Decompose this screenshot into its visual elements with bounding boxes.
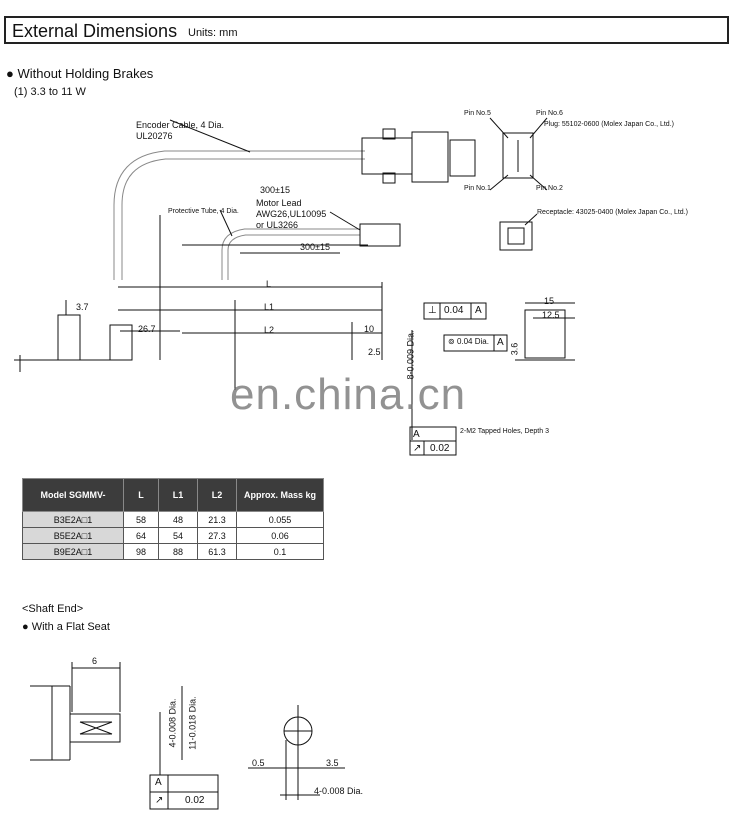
tapped-holes-label: 2-M2 Tapped Holes, Depth 3 [460,428,549,435]
plug-face [502,132,534,179]
flat-dim-0-5: 0.5 [252,758,265,768]
col-L2: L2 [197,478,237,512]
pin1-label: Pin No.1 [464,185,491,192]
cell-L1: 88 [158,543,198,560]
cell-L1: 48 [158,511,198,528]
motor-lead-awg: AWG26,UL10095 [256,209,327,219]
concentricity-text: 0.04 Dia. [456,337,489,346]
flat-dia-4: 4-0.008 Dia. [314,786,364,796]
pin2-label: Pin No.2 [536,185,563,192]
plug-label: Plug: 55102-0600 (Molex Japan Co., Ltd.) [544,121,674,128]
concentricity-ref: A [497,337,504,348]
perp-ref: A [475,305,482,316]
length-300-upper: 300±15 [260,185,290,195]
cell-L2: 21.3 [197,511,237,528]
cell-mass: 0.1 [236,543,324,560]
receptacle-label: Receptacle: 43025-0400 (Molex Japan Co.,… [537,209,688,216]
shaft-dia-4: 4-0.008 Dia. [167,698,178,748]
dim-15: 15 [544,296,555,306]
datum-a: A [413,429,420,440]
shaft-dia-11: 11-0.018 Dia. [187,696,198,750]
pin6-label: Pin No.6 [536,110,563,117]
table-row: B5E2A□1 64 54 27.3 0.06 [22,527,324,544]
cell-L: 64 [123,527,159,544]
col-L1: L1 [158,478,198,512]
cell-mass: 0.055 [236,511,324,528]
table-row: B9E2A□1 98 88 61.3 0.1 [22,543,324,560]
watermark: en.china.cn [230,370,467,419]
perp-symbol: ⊥ [428,305,437,316]
shaft-runout-symbol: ↗ [155,795,164,806]
protective-tube-label: Protective Tube, 4 Dia. [168,208,239,215]
cell-L2: 61.3 [197,543,237,560]
dim-26-7: 26.7 [138,324,156,334]
flat-seat-text: With a Flat Seat [31,621,110,633]
flat-seat-heading: ● With a Flat Seat [22,621,110,633]
section-heading-brakes: ● Without Holding Brakes [6,66,154,81]
encoder-cable-std: UL20276 [136,131,173,141]
encoder-connector [361,137,413,175]
col-model: Model SGMMV- [22,478,124,512]
concentricity-value: ⊚ 0.04 Dia. [448,337,489,346]
col-mass: Approx. Mass kg [236,478,324,512]
motor-lead-ul: or UL3266 [256,220,299,230]
encoder-cable-inner [114,151,365,280]
motor-lead-label: Motor Lead [256,198,302,208]
encoder-cable-label: Encoder Cable, 4 Dia. [136,120,225,130]
cell-L1: 54 [158,527,198,544]
table-row: B3E2A□1 58 48 21.3 0.055 [22,511,324,528]
dim-L1: L1 [264,302,275,312]
motor-body [109,324,133,361]
cell-model: B3E2A□1 [22,511,124,528]
dim-L: L [266,279,272,289]
cell-L: 58 [123,511,159,528]
cell-L: 98 [123,543,159,560]
runout-symbol: ↗ [413,443,422,454]
perp-value: 0.04 [444,305,464,316]
cell-mass: 0.06 [236,527,324,544]
motor-connector [359,223,401,247]
dim-10: 10 [364,324,375,334]
encoder-cable [113,150,365,280]
cell-model: B9E2A□1 [22,543,124,560]
cell-model: B5E2A□1 [22,527,124,544]
page-title: External Dimensions [12,21,178,41]
pin5-label: Pin No.5 [464,110,491,117]
length-300-lower: 300±15 [300,242,330,252]
shaft-end-heading: <Shaft End> [22,603,84,615]
motor-side-view [524,309,566,359]
concentricity-frame [443,334,508,352]
dim-2-5: 2.5 [368,347,381,357]
dim-L2: L2 [264,325,275,335]
dim-12-5: 12.5 [542,310,560,320]
subheading-wattage: (1) 3.3 to 11 W [14,86,86,98]
shaft-dim-6: 6 [92,656,98,666]
shaft-datum-a: A [155,777,162,788]
flat-dim-3-5: 3.5 [326,758,339,768]
receptacle-face [499,221,533,251]
table-header-row: Model SGMMV- L L1 L2 Approx. Mass kg [22,478,324,512]
spec-table: Model SGMMV- L L1 L2 Approx. Mass kg B3E… [22,478,324,560]
cell-L2: 27.3 [197,527,237,544]
heading-text: Without Holding Brakes [17,66,154,81]
dim-3-7: 3.7 [76,302,89,312]
motor-lead [221,228,360,280]
perpendicularity-frame [423,302,487,320]
col-L: L [123,478,159,512]
runout-value: 0.02 [430,443,450,454]
units-label: Units: mm [188,27,238,39]
title-bar: External Dimensions Units: mm [4,16,729,44]
shaft-runout-value: 0.02 [185,795,205,806]
dim-3-6: 3.6 [509,342,520,356]
